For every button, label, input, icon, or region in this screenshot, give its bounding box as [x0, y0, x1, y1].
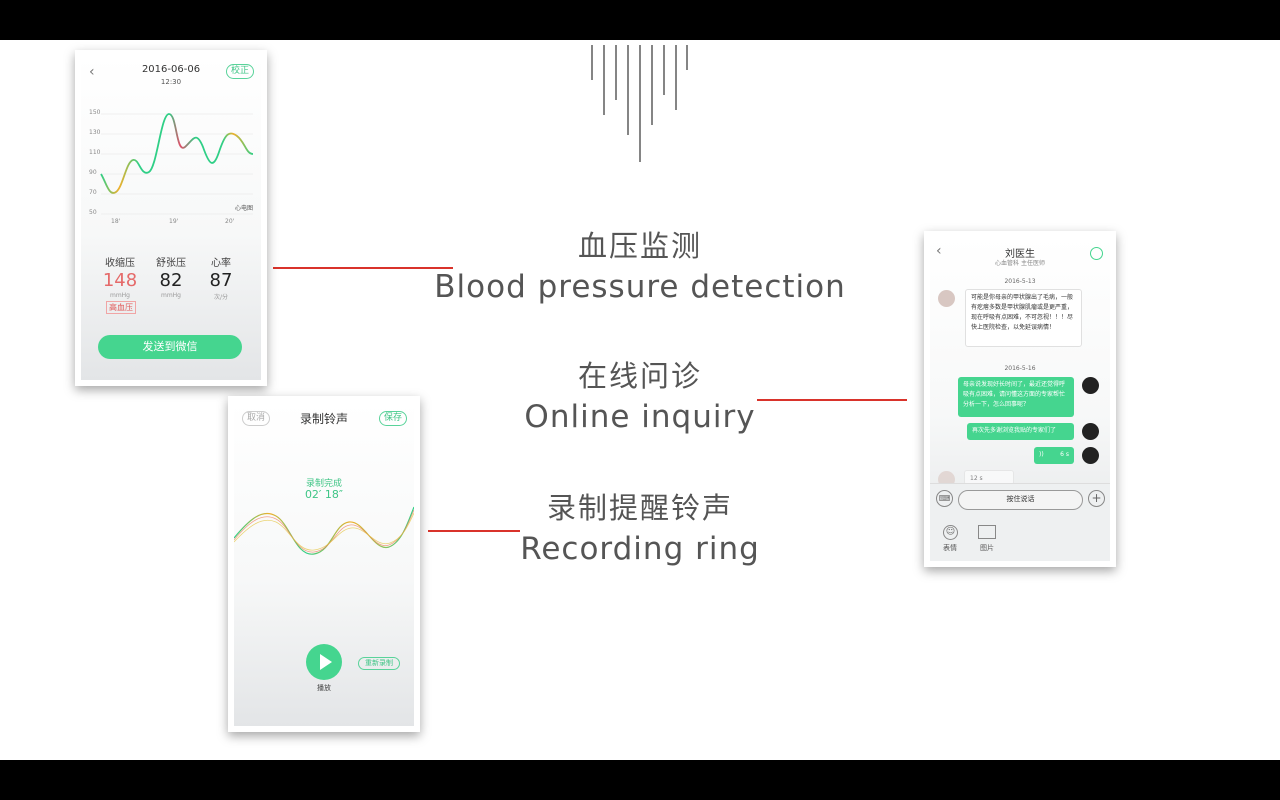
record-status: 录制完成	[305, 479, 342, 489]
doctor-profile-icon[interactable]	[1090, 247, 1103, 260]
cancel-button[interactable]: 取消	[242, 411, 270, 426]
voice-duration: 6 s	[1060, 451, 1069, 458]
patient-avatar	[1082, 377, 1099, 394]
feature-title-en: Recording ring	[520, 531, 760, 567]
hold-to-talk-button[interactable]: 按住说话	[958, 490, 1083, 510]
plus-icon[interactable]: +	[1088, 490, 1105, 507]
doctor-name: 刘医生	[1005, 249, 1035, 260]
measurement-date: 2016-06-06	[141, 64, 201, 75]
rerecord-button[interactable]: 重新录制	[358, 657, 400, 670]
play-button[interactable]	[306, 644, 342, 680]
doctor-title: 心血管科 主任医师	[995, 260, 1045, 267]
chat-screen: ‹ 刘医生 心血管科 主任医师 2016-5-13 可能是你母亲的甲状腺出了毛病…	[930, 237, 1110, 561]
image-label: 图片	[980, 544, 994, 552]
bp-screen: ‹ 2016-06-06 12:30 校正	[81, 56, 261, 380]
record-duration: 02′ 18″	[304, 488, 344, 501]
connector-line	[428, 530, 520, 532]
unit-label: mmHg	[160, 292, 181, 299]
heart-rate-value: 87	[209, 270, 233, 291]
feature-online-inquiry: 在线问诊 Online inquiry	[380, 356, 900, 438]
voice-message-out[interactable]: )) 6 s	[1034, 447, 1074, 464]
feature-title-en: Blood pressure detection	[434, 269, 846, 305]
feature-recording-ring: 录制提醒铃声 Recording ring	[380, 488, 900, 570]
record-screen: 取消 录制铃声 保存 录制完成 02′ 18″	[234, 402, 414, 726]
vital-label-diastolic: 舒张压	[156, 258, 186, 269]
calibrate-button[interactable]: 校正	[226, 64, 254, 79]
y-tick: 130	[89, 129, 101, 136]
diastolic-value: 82	[159, 270, 183, 291]
chat-screenshot: ‹ 刘医生 心血管科 主任医师 2016-5-13 可能是你母亲的甲状腺出了毛病…	[924, 231, 1116, 567]
feature-title-en: Online inquiry	[524, 399, 756, 435]
keyboard-icon[interactable]: ⌨	[936, 490, 953, 507]
slide: 血压监测 Blood pressure detection 在线问诊 Onlin…	[0, 40, 1280, 760]
sound-wave-icon: ))	[1039, 451, 1044, 458]
measurement-time: 12:30	[160, 78, 182, 86]
save-button[interactable]: 保存	[379, 411, 407, 426]
y-tick: 150	[89, 109, 101, 116]
ecg-label: 心电图	[235, 205, 254, 212]
feature-title-cn: 录制提醒铃声	[546, 491, 733, 525]
y-tick: 90	[89, 169, 97, 176]
bp-screenshot: ‹ 2016-06-06 12:30 校正	[75, 50, 267, 386]
feature-title-cn: 血压监测	[577, 229, 702, 263]
x-tick: 19'	[169, 218, 179, 225]
emoji-label: 表情	[943, 544, 957, 552]
patient-avatar	[1082, 447, 1099, 464]
voice-duration: 12 s	[970, 475, 983, 482]
date-separator: 2016-5-13	[1004, 278, 1036, 285]
emoji-icon[interactable]: ☺	[943, 525, 958, 540]
record-screenshot: 取消 录制铃声 保存 录制完成 02′ 18″	[228, 396, 420, 732]
chevron-left-icon[interactable]: ‹	[89, 64, 95, 80]
feature-blood-pressure: 血压监测 Blood pressure detection	[380, 226, 900, 308]
y-tick: 50	[89, 209, 97, 216]
x-tick: 20'	[225, 218, 235, 225]
vital-label-systolic: 收缩压	[105, 258, 135, 269]
feature-title-cn: 在线问诊	[577, 359, 702, 393]
unit-label: mmHg	[109, 292, 130, 299]
audio-waveform	[234, 506, 414, 555]
x-tick: 18'	[111, 218, 121, 225]
high-bp-badge: 高血压	[106, 301, 136, 314]
doctor-avatar	[938, 290, 955, 307]
y-tick: 70	[89, 189, 97, 196]
message-doctor: 可能是你母亲的甲状腺出了毛病，一般有疙瘩多数是甲状腺肌瘤或是更严重，现在呼吸有点…	[965, 289, 1082, 347]
play-label: 播放	[317, 684, 331, 692]
connector-line	[273, 267, 453, 269]
unit-label: 次/分	[213, 294, 229, 301]
chevron-left-icon[interactable]: ‹	[936, 243, 942, 259]
patient-avatar	[1082, 423, 1099, 440]
y-tick: 110	[89, 149, 101, 156]
bp-waveform-chart	[100, 113, 254, 215]
message-patient: 再次先多谢浏览我贴的专家们了	[967, 423, 1074, 440]
send-to-wechat-button[interactable]: 发送到微信	[98, 335, 242, 359]
date-separator: 2016-5-16	[1004, 365, 1036, 372]
record-title: 录制铃声	[299, 412, 348, 426]
image-icon[interactable]	[978, 525, 996, 539]
systolic-value: 148	[102, 270, 138, 291]
vital-label-heart-rate: 心率	[211, 258, 231, 269]
message-patient: 母亲说发现好长时间了，最近还觉得呼吸有点困难，请问懂这方面的专家帮忙分析一下，怎…	[958, 377, 1074, 417]
decorative-lines	[591, 45, 688, 162]
connector-line	[757, 399, 907, 401]
